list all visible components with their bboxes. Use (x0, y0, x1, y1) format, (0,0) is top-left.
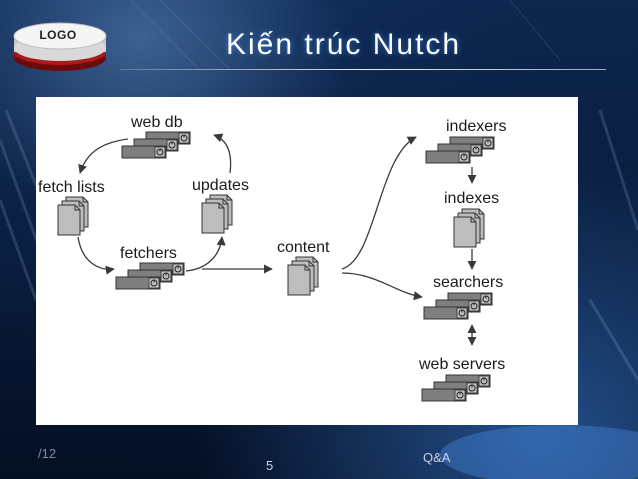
label-fetchers: fetchers (120, 245, 177, 262)
updates-documents-icon (202, 195, 232, 233)
footer-date: /12 (38, 446, 57, 461)
page-number: 5 (266, 458, 274, 473)
arrow-updates-to-webdb (213, 133, 232, 174)
slide-title: Kiến trúc Nutch (226, 28, 462, 61)
logo-text: LOGO (39, 28, 77, 42)
label-web-servers: web servers (418, 356, 505, 373)
label-searchers: searchers (433, 274, 503, 291)
logo-disc-icon (13, 22, 107, 71)
label-updates: updates (192, 177, 249, 194)
fetchers-server-icon (116, 263, 184, 289)
indexes-documents-icon (454, 209, 484, 247)
content-documents-icon (288, 257, 318, 295)
label-content: content (277, 239, 330, 256)
label-indexes: indexes (444, 190, 499, 207)
arrow-webdb-to-fetchlists (78, 138, 129, 174)
arrow-content-to-searchers (341, 272, 423, 301)
architecture-diagram: web db fetch lists updates fetchers cont… (36, 97, 578, 425)
searchers-server-icon (424, 293, 492, 319)
label-web-db: web db (130, 114, 183, 131)
indexers-server-icon (426, 137, 494, 163)
footer-qa-label: Q&A (423, 450, 451, 465)
label-fetch-lists: fetch lists (38, 179, 105, 196)
title-divider (120, 69, 606, 70)
web-servers-server-icon (422, 375, 490, 401)
fetch-lists-documents-icon (58, 197, 88, 235)
arrow-fetchlists-to-fetchers (77, 236, 115, 275)
arrow-content-to-indexers (341, 136, 417, 270)
arrow-fetchers-to-updates (185, 236, 226, 272)
web-db-server-icon (122, 132, 190, 158)
label-indexers: indexers (446, 118, 506, 135)
logo: LOGO (8, 18, 114, 76)
